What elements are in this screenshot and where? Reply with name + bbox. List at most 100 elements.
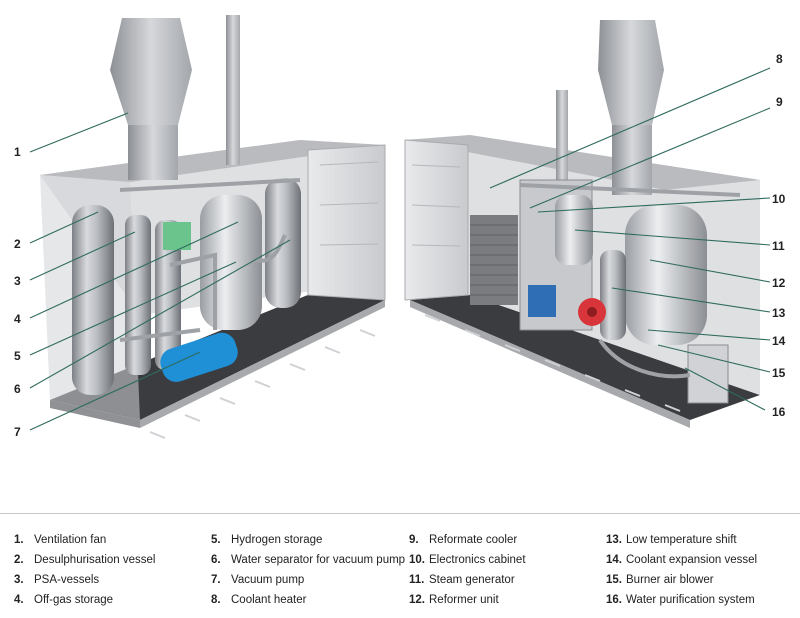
legend-label: Off-gas storage [34, 594, 114, 606]
legend-number: 6. [211, 554, 221, 566]
right-container-roof [405, 135, 760, 190]
legend-number: 5. [211, 534, 221, 546]
right-container-floor [410, 295, 760, 420]
legend-item: 15. Burner air blower [606, 570, 794, 590]
callout-number-10: 10 [772, 192, 786, 206]
right-ventilation-duct [598, 20, 664, 125]
legend-item: 10. Electronics cabinet [409, 550, 606, 570]
right-exhaust-stack [556, 90, 568, 180]
left-container-roof [40, 140, 385, 182]
leader-line-15 [657, 344, 771, 373]
legend-item: 9. Reformate cooler [409, 530, 606, 550]
callout-number-3: 3 [14, 274, 21, 288]
callout-number-15: 15 [772, 366, 786, 380]
legend-item: 11. Steam generator [409, 570, 606, 590]
leader-line-7 [29, 351, 201, 431]
steam-generator [555, 195, 593, 265]
legend: 1. Ventilation fan 2. Desulphurisation ves… [14, 530, 794, 610]
legend-label: Reformate cooler [429, 534, 518, 546]
leader-line-6 [29, 239, 291, 389]
legend-number: 8. [211, 594, 221, 606]
legend-number: 12. [409, 594, 425, 606]
callout-number-14: 14 [772, 334, 786, 348]
legend-number: 14. [606, 554, 622, 566]
legend-label: Desulphurisation vessel [34, 554, 156, 566]
leader-line-12 [649, 259, 771, 283]
legend-label: Vacuum pump [231, 574, 305, 586]
leader-line-1 [29, 112, 129, 153]
psa-vessel [125, 215, 151, 375]
leader-line-9 [529, 107, 771, 209]
legend-label: PSA-vessels [34, 574, 100, 586]
plant-diagram: 1 2 3 4 5 6 7 8 9 10 11 12 13 14 15 16 [14, 15, 786, 439]
legend-item: 13. Low temperature shift [606, 530, 794, 550]
callout-number-4: 4 [14, 312, 21, 326]
legend-item: 12. Reformer unit [409, 590, 606, 610]
callout-number-9: 9 [776, 95, 783, 109]
callout-number-7: 7 [14, 425, 21, 439]
legend-item: 8.Coolant heater [211, 590, 409, 610]
vacuum-pump [160, 332, 238, 382]
legend-item: 16. Water purification system [606, 590, 794, 610]
callout-numbers: 1 2 3 4 5 6 7 8 9 10 11 12 13 14 15 16 [14, 52, 786, 439]
legend-number: 3. [14, 574, 24, 586]
louvre-grille [470, 215, 518, 305]
legend-label: Ventilation fan [34, 534, 107, 546]
right-container [404, 20, 760, 428]
legend-number: 4. [14, 594, 24, 606]
legend-number: 16. [606, 594, 622, 606]
callout-number-16: 16 [772, 405, 786, 419]
leader-line-3 [29, 231, 136, 281]
callout-number-8: 8 [776, 52, 783, 66]
legend-label: Low temperature shift [626, 534, 737, 546]
legend-item: 6. Water separator for vacuum pump [211, 550, 409, 570]
callout-number-6: 6 [14, 382, 21, 396]
left-container-door [307, 144, 386, 301]
legend-label: Steam generator [429, 574, 515, 586]
legend-item: 4. Off-gas storage [14, 590, 211, 610]
legend-label: Reformer unit [429, 594, 499, 606]
low-temperature-shift [600, 250, 626, 340]
legend-number: 9. [409, 534, 419, 546]
leader-lines [29, 67, 771, 431]
leader-line-14 [647, 329, 771, 341]
leader-line-11 [574, 229, 771, 246]
desulphurisation-vessel [72, 205, 114, 395]
leader-line-10 [537, 197, 771, 213]
legend-item: 5. Hydrogen storage [211, 530, 409, 550]
legend-item: 3. PSA-vessels [14, 570, 211, 590]
legend-item: 2. Desulphurisation vessel [14, 550, 211, 570]
legend-number: 10. [409, 554, 425, 566]
callout-number-12: 12 [772, 276, 786, 290]
reformer-unit [625, 205, 707, 345]
exhaust-stack [226, 15, 240, 165]
leader-line-8 [489, 67, 771, 189]
left-container-floor-edge [50, 400, 140, 428]
legend-item: 7. Vacuum pump [211, 570, 409, 590]
callout-number-2: 2 [14, 237, 21, 251]
leader-line-2 [29, 211, 99, 244]
legend-label: Coolant expansion vessel [626, 554, 758, 566]
legend-number: 2. [14, 554, 24, 566]
leader-line-5 [29, 261, 237, 356]
legend-label: Water separator for vacuum pump [231, 554, 406, 566]
legend-label: Hydrogen storage [231, 534, 323, 546]
left-container [40, 15, 386, 439]
legend-label: Burner air blower [626, 574, 714, 586]
callout-number-1: 1 [14, 145, 21, 159]
legend-number: 15. [606, 574, 622, 586]
callout-number-5: 5 [14, 349, 21, 363]
leader-line-4 [29, 221, 239, 319]
leader-line-13 [611, 287, 771, 313]
legend-number: 7. [211, 574, 221, 586]
leader-line-16 [684, 367, 766, 411]
callout-number-13: 13 [772, 306, 786, 320]
right-container-door [404, 139, 469, 301]
ventilation-fan-duct [110, 18, 192, 125]
legend-number: 11. [409, 574, 425, 586]
legend-label: Water purification system [626, 594, 755, 606]
legend-number: 13. [606, 534, 622, 546]
legend-number: 1. [14, 534, 24, 546]
hydrogen-storage-vessel [200, 195, 262, 330]
legend-label: Electronics cabinet [429, 554, 526, 566]
